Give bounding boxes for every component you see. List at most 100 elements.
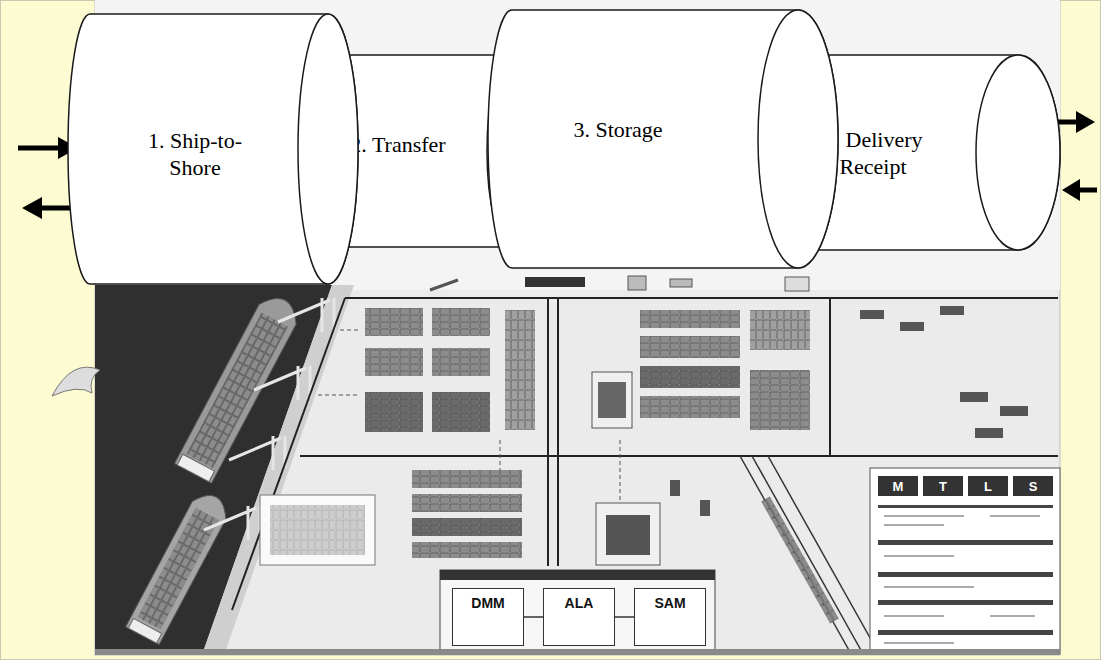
label-slot: T: [939, 479, 947, 494]
label-slot: M: [893, 479, 904, 494]
container-stack: [412, 494, 522, 512]
panel-rows: [878, 505, 1053, 635]
connector-line: [524, 616, 543, 618]
straddle-carrier: [700, 500, 710, 516]
panel-line: [990, 515, 1040, 517]
container-stack: [432, 348, 490, 376]
dashed-line: [500, 440, 501, 470]
container-stack: [365, 392, 423, 432]
warehouse-floor: [270, 505, 365, 555]
cylinder-outline: [487, 9, 839, 269]
panel-letter: M: [893, 479, 904, 494]
container-stack: [640, 336, 740, 358]
panel-letter: L: [984, 479, 992, 494]
data-hub-bar: [525, 277, 585, 287]
label-slot: L: [984, 479, 992, 494]
panel-line: [884, 586, 974, 588]
truck: [900, 322, 924, 331]
container-stack: [750, 310, 810, 350]
panel-cell: [1013, 476, 1053, 496]
module-box: ALA: [543, 588, 615, 646]
process-cylinder: 3. Storage: [488, 10, 838, 268]
arrow-in: [1078, 188, 1097, 193]
road: [829, 298, 831, 456]
rail-track: [740, 456, 878, 652]
system-frame-header: [440, 570, 715, 580]
container-stack: [365, 308, 423, 336]
truck: [940, 306, 964, 315]
truck: [960, 392, 988, 402]
panel-rule: [878, 505, 1053, 508]
printer-icon: [628, 276, 646, 290]
rail: [740, 456, 850, 652]
it-icons: [430, 276, 809, 291]
panel-line: [884, 555, 954, 557]
vehicles: [670, 306, 1028, 516]
panel-rule: [878, 572, 1053, 577]
panel-line: [884, 515, 964, 517]
bottom-band: [95, 649, 1060, 655]
train: [761, 497, 839, 624]
panel-line: [990, 615, 1035, 617]
panel-cell: [923, 476, 963, 496]
container-stack: [640, 366, 740, 388]
panel-rule: [878, 600, 1053, 605]
dolphin: [52, 367, 100, 396]
truck: [860, 310, 884, 319]
container-stack: [750, 370, 810, 430]
ship-bridge: [128, 618, 161, 643]
process-cylinder: 1. Ship-to-Shore: [68, 14, 358, 284]
road: [300, 455, 1058, 457]
laptop-icon: [785, 277, 809, 291]
flow-lines: [318, 330, 620, 500]
panel-lines: [884, 515, 1040, 644]
container-stack: [365, 348, 423, 376]
dashed-line: [318, 395, 358, 396]
train-cars: [761, 497, 839, 624]
warehouse: [260, 495, 375, 565]
satellite: [430, 280, 458, 290]
panel-cell: [968, 476, 1008, 496]
node-label: 1. Ship-to-Shore: [133, 127, 258, 182]
container-stack: [412, 470, 522, 488]
sea: [95, 285, 332, 655]
rail: [752, 456, 862, 652]
office-building: [592, 372, 632, 428]
dashed-line: [340, 330, 360, 331]
connector-line: [615, 616, 634, 618]
panel-line: [884, 642, 954, 644]
container-ship: [126, 488, 233, 644]
node-label: 3. Storage: [548, 116, 688, 144]
arrow-in: [18, 146, 60, 151]
arrow-head: [1062, 179, 1080, 201]
truck: [1000, 406, 1028, 416]
truck: [975, 428, 1003, 438]
arrow-head: [1076, 111, 1095, 133]
road: [557, 298, 559, 566]
panel-letter: T: [939, 479, 947, 494]
panel-line: [884, 615, 944, 617]
node-label: ALA: [565, 595, 594, 611]
module-box: SAM: [634, 588, 706, 646]
crane: [278, 298, 334, 332]
panel-line: [884, 524, 944, 526]
cylinder-body: [745, 55, 1060, 250]
cylinder-end: [758, 10, 838, 268]
rail: [768, 456, 878, 652]
dashed-line: [620, 440, 621, 500]
module-box: DMM: [452, 588, 524, 646]
node-label: SAM: [654, 595, 685, 611]
legend-panel: [870, 468, 1060, 654]
straddle-carrier: [670, 480, 680, 496]
office-interior: [598, 382, 626, 418]
cylinder-end: [298, 14, 358, 284]
cfs-interior: [606, 515, 650, 555]
ship-bridge: [177, 454, 214, 481]
panel-cell: [878, 476, 918, 496]
arrow-head: [22, 197, 42, 219]
camera-icon: [670, 279, 692, 287]
container-stack: [505, 310, 535, 430]
crane: [204, 506, 260, 540]
